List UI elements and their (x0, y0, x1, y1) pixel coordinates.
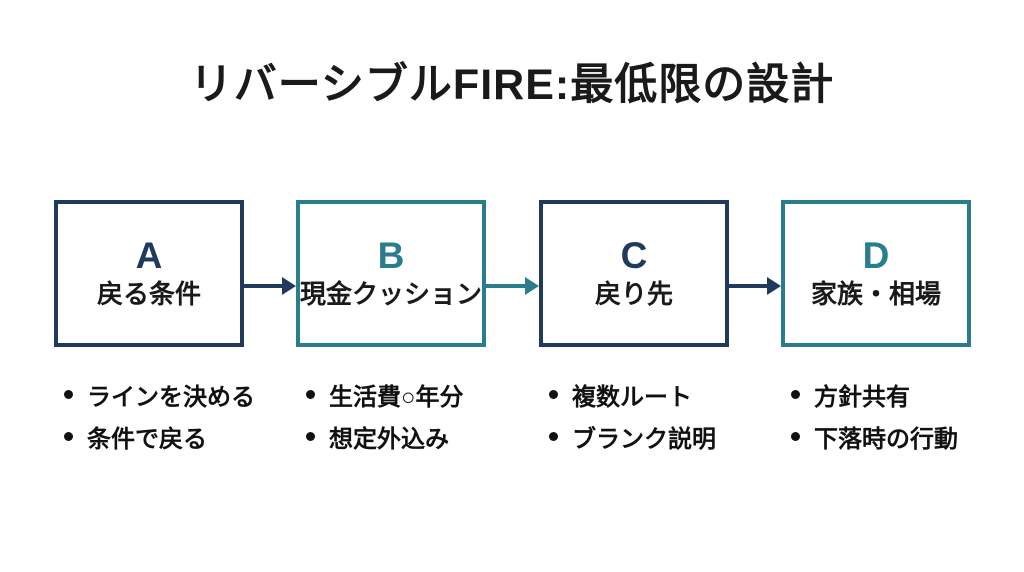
arrow-a-to-b (244, 272, 296, 300)
list-item: ブランク説明 (549, 415, 729, 457)
step-box-d: D 家族・相場 (781, 200, 971, 347)
step-column-d: D 家族・相場 方針共有 下落時の行動 (781, 200, 971, 457)
list-item: 条件で戻る (64, 415, 244, 457)
bullet-dot (549, 431, 558, 441)
bullet-dot (306, 389, 315, 399)
bullet-text: 条件で戻る (87, 425, 207, 453)
bullet-text: ラインを決める (87, 383, 255, 411)
bullet-text: 下落時の行動 (814, 425, 958, 453)
step-column-a: A 戻る条件 ラインを決める 条件で戻る (54, 200, 255, 457)
list-item: ラインを決める (64, 373, 255, 415)
step-bullets-a: ラインを決める 条件で戻る (54, 373, 255, 457)
step-box-c: C 戻り先 (539, 200, 729, 347)
bullet-text: 複数ルート (572, 383, 692, 411)
arrow-c-to-d (729, 272, 781, 300)
bullet-dot (791, 389, 800, 399)
step-column-c: C 戻り先 複数ルート ブランク説明 (539, 200, 729, 457)
bullet-text: 想定外込み (329, 425, 449, 453)
step-box-a: A 戻る条件 (54, 200, 244, 347)
step-label-b: 現金クッション (300, 279, 483, 310)
list-item: 方針共有 (791, 373, 971, 415)
step-label-c: 戻り先 (594, 279, 673, 310)
step-label-a: 戻る条件 (96, 279, 201, 310)
list-item: 想定外込み (306, 415, 486, 457)
step-letter-c: C (620, 234, 648, 276)
step-letter-d: D (862, 234, 890, 276)
right-arrow-icon (486, 277, 539, 295)
step-letter-a: A (135, 234, 163, 276)
arrow-b-to-c (486, 272, 539, 300)
list-item: 複数ルート (549, 373, 729, 415)
bullet-dot (64, 431, 73, 441)
bullet-dot (306, 431, 315, 441)
bullet-dot (791, 431, 800, 441)
slide-title: リバーシブルFIRE:最低限の設計 (189, 61, 835, 109)
list-item: 生活費○年分 (306, 373, 486, 415)
bullet-dot (64, 389, 73, 399)
step-bullets-d: 方針共有 下落時の行動 (781, 373, 971, 457)
step-box-b: B 現金クッション (296, 200, 486, 347)
bullet-text: 方針共有 (814, 383, 910, 411)
step-letter-b: B (377, 234, 405, 276)
bullet-text: ブランク説明 (572, 425, 716, 453)
step-bullets-c: 複数ルート ブランク説明 (539, 373, 729, 457)
step-bullets-b: 生活費○年分 想定外込み (296, 373, 486, 457)
list-item: 下落時の行動 (791, 415, 971, 457)
step-label-d: 家族・相場 (810, 279, 941, 310)
bullet-text: 生活費○年分 (329, 383, 464, 411)
step-column-b: B 現金クッション 生活費○年分 想定外込み (296, 200, 486, 457)
right-arrow-icon (244, 277, 296, 295)
right-arrow-icon (729, 277, 781, 295)
bullet-dot (549, 389, 558, 399)
